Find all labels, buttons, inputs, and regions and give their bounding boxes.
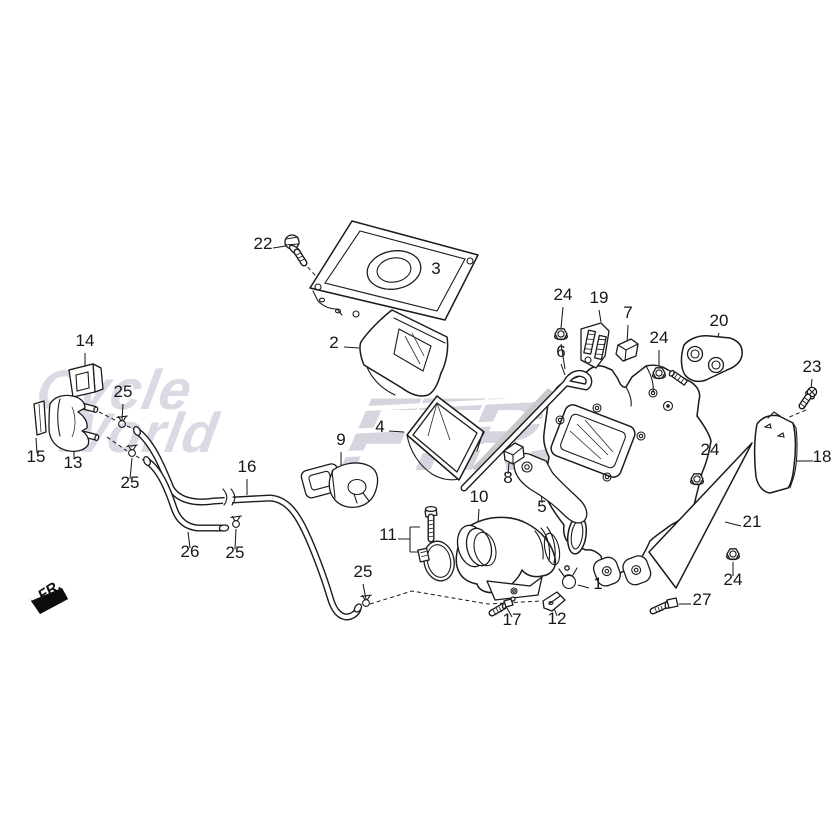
part-2-intake-duct: [359, 309, 449, 397]
callout-15-5: 15: [27, 447, 46, 466]
callout-26-9: 26: [181, 542, 200, 561]
callout-2-2: 2: [329, 333, 338, 352]
callout-25-10: 25: [226, 543, 245, 562]
part-22-flange-bolt: [284, 234, 308, 267]
callout-25-4: 25: [114, 382, 133, 401]
callout-18-25: 18: [813, 447, 832, 466]
parts-layer: [33, 220, 818, 621]
part-19-setting-plate: [580, 322, 610, 369]
callout-20-23: 20: [710, 311, 729, 330]
callout-11-14: 11: [379, 525, 397, 544]
part-1-hose-clamp: [558, 565, 578, 590]
callout-7-21: 7: [623, 303, 632, 322]
part-24-nut-a: [553, 328, 569, 341]
part-5-air-cleaner-case: [513, 364, 712, 587]
part-3-cover-plate: [309, 220, 479, 321]
callout-6-18: 6: [556, 342, 565, 361]
callout-12-31: 12: [548, 609, 567, 628]
case-screw-bosses: [555, 388, 674, 482]
callout-24-27: 24: [701, 440, 720, 459]
part-13-valve-body: [48, 394, 100, 452]
part-14-tube-clip: [68, 363, 104, 398]
callouts-layer: 22 3 2 14 25 15 13 25 16 26 25 25 9 4 11 10 8 5 6 24 19 7 24 20…: [27, 234, 832, 629]
part-8-cushion-block: [503, 442, 525, 465]
part-7-cushion-rubber: [615, 338, 639, 362]
callout-10-15: 10: [470, 487, 489, 506]
callout-14-3: 14: [76, 331, 95, 350]
callout-27-29: 27: [693, 590, 712, 609]
hose-break-symbol: [221, 487, 236, 509]
part-26-hose: [143, 455, 230, 532]
callout-24-22: 24: [650, 328, 669, 347]
part-16-hose: [133, 425, 363, 621]
callout-24-19: 24: [554, 285, 573, 304]
part-9-rubber-mount: [300, 462, 379, 508]
callout-23-24: 23: [803, 357, 822, 376]
callout-25-7: 25: [121, 473, 140, 492]
part-24-nut-c: [689, 473, 705, 486]
part-18-rubber-flap: [753, 411, 798, 494]
callout-25-11: 25: [354, 562, 373, 581]
part-6-stay-rod: [460, 369, 593, 492]
part-24-nut-b: [651, 367, 667, 380]
callout-22-0: 22: [254, 234, 273, 253]
part-21-side-panel: [648, 442, 753, 589]
part-12-clamp-plate: [542, 591, 566, 612]
part-15-rubber-strip: [33, 400, 47, 436]
part-27-flange-bolt: [649, 597, 679, 615]
part-17-drain-screw: [488, 596, 516, 617]
callout-4-13: 4: [375, 417, 384, 436]
part-11-band-clamp: [417, 505, 455, 582]
callout-9-12: 9: [336, 430, 345, 449]
callout-21-26: 21: [743, 512, 762, 531]
callout-8-16: 8: [503, 468, 512, 487]
callout-19-20: 19: [590, 288, 609, 307]
callout-17-30: 17: [503, 610, 522, 629]
callout-16-8: 16: [238, 457, 257, 476]
callout-13-6: 13: [64, 453, 83, 472]
part-24-nut-d: [725, 548, 741, 561]
fr-arrow-shaft: [31, 588, 68, 614]
part-4-filter-element: [406, 395, 485, 481]
part-10-connecting-tube: [455, 516, 561, 601]
callout-24-28: 24: [724, 570, 743, 589]
callout-3-1: 3: [431, 259, 440, 278]
callout-1-32: 1: [593, 574, 602, 593]
part-20-mounting-bracket: [668, 335, 743, 386]
part-23-screw: [798, 386, 818, 410]
callout-5-17: 5: [537, 497, 546, 516]
case-mount-lugs: [592, 555, 652, 587]
